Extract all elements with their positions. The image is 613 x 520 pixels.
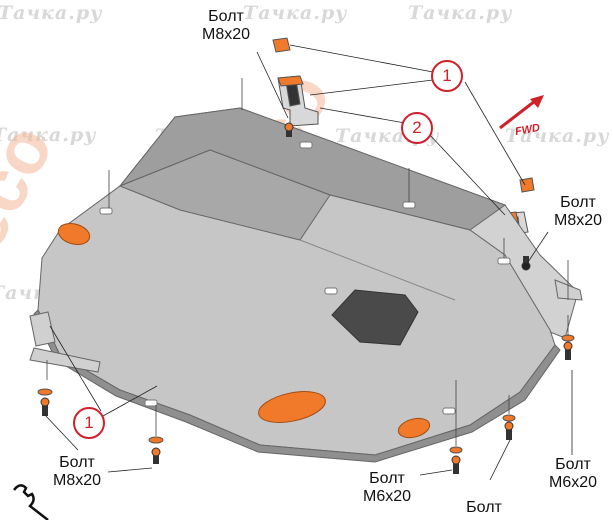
orange-pad-left bbox=[57, 222, 91, 246]
label-title: Болт bbox=[555, 456, 591, 473]
callout-2: 2 bbox=[401, 112, 433, 144]
watermark-4: Тачка.ру bbox=[0, 124, 97, 146]
label-title: Болт bbox=[560, 194, 596, 211]
top-bracket bbox=[272, 37, 319, 127]
mount-slots bbox=[99, 141, 511, 415]
bolt-top bbox=[284, 122, 294, 137]
wrench-icon bbox=[13, 484, 49, 520]
orange-pad-center bbox=[258, 391, 326, 423]
plate-center-bend bbox=[118, 149, 331, 241]
orange-pad-right bbox=[397, 417, 431, 439]
label-spec: M6x20 bbox=[548, 474, 598, 491]
bolt-left-b bbox=[148, 436, 164, 464]
label-title: Болт bbox=[208, 8, 244, 25]
label-bolt-top-left: Болт M8x20 bbox=[194, 8, 258, 44]
leader-lines bbox=[44, 44, 573, 481]
label-bolt-bottom-left: Болт M8x20 bbox=[45, 454, 109, 490]
alignment-lines bbox=[46, 78, 569, 446]
bolts bbox=[37, 122, 575, 474]
watermark-3: Тачка.ру bbox=[408, 2, 513, 24]
bolt-right-a bbox=[502, 414, 516, 440]
label-bolt-top-right: Болт M8x20 bbox=[546, 194, 610, 230]
watermark-1: Тачка.ру bbox=[0, 2, 103, 24]
label-bolt-bottom-right: Болт M6x20 bbox=[541, 456, 605, 492]
label-spec: M6x20 bbox=[362, 488, 412, 505]
bolt-right bbox=[521, 256, 531, 271]
service-hatch bbox=[331, 289, 419, 346]
watermark-2: Тачка.ру bbox=[243, 2, 348, 24]
label-spec: M8x20 bbox=[52, 472, 102, 489]
label-spec: M8x20 bbox=[201, 26, 251, 43]
side-flanges bbox=[29, 279, 583, 373]
bolt-far-right bbox=[561, 334, 575, 360]
bolt-left-a bbox=[37, 388, 53, 416]
label-title: Болт bbox=[369, 470, 405, 487]
label-title: Болт bbox=[59, 454, 95, 471]
fwd-arrow-icon bbox=[499, 95, 544, 130]
label-spec: M8x20 bbox=[553, 212, 603, 229]
callout-1-top: 1 bbox=[431, 60, 463, 92]
label-bolt-bottom-mid: Болт M6x20 bbox=[355, 470, 419, 506]
label-title: Болт bbox=[466, 499, 502, 516]
bolt-mid bbox=[449, 446, 463, 474]
watermark-7: Тачка.ру bbox=[505, 125, 610, 147]
callout-1-bottom: 1 bbox=[73, 407, 105, 439]
label-bolt-bottom-partial: Болт bbox=[462, 499, 506, 517]
